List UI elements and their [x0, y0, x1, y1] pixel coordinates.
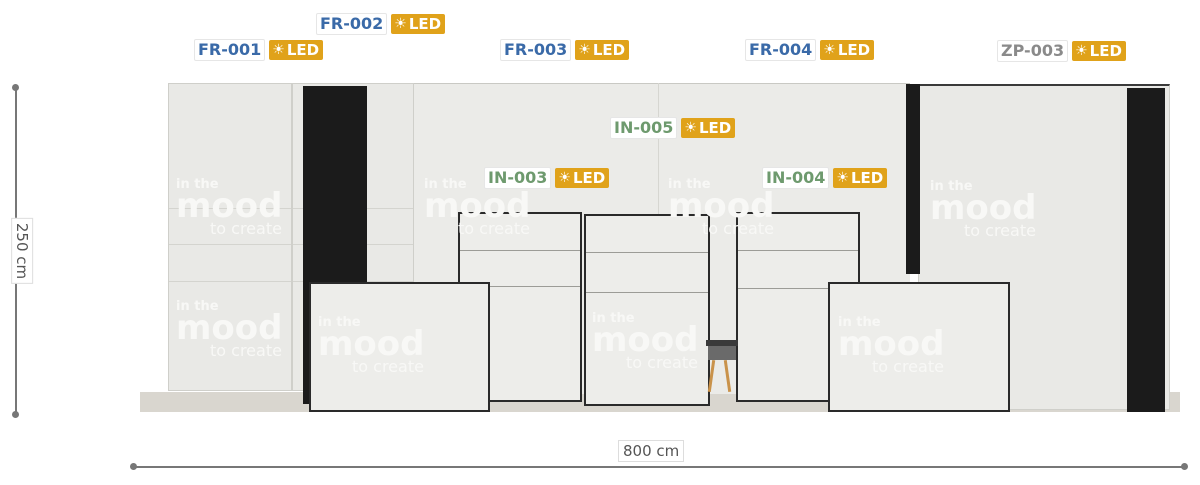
width-dimension-line: [133, 466, 1185, 468]
height-dimension-label: 250 cm: [11, 217, 34, 285]
counter-in-005: [584, 214, 710, 406]
width-dimension-dot-right: [1181, 463, 1188, 470]
label-code: FR-003: [500, 39, 572, 61]
width-dimension-label: 800 cm: [618, 440, 685, 462]
label-fr-002[interactable]: FR-002 ☀LED: [316, 13, 446, 35]
frame-fr-001: [168, 83, 292, 391]
label-code: FR-001: [194, 39, 266, 61]
led-badge: ☀LED: [833, 168, 888, 188]
led-badge: ☀LED: [681, 118, 736, 138]
label-in-004[interactable]: IN-004 ☀LED: [762, 167, 888, 189]
front-counter-right: [828, 282, 1010, 412]
led-badge: ☀LED: [391, 14, 446, 34]
led-badge: ☀LED: [820, 40, 875, 60]
label-fr-004[interactable]: FR-004 ☀LED: [745, 39, 875, 61]
sun-icon: ☀: [684, 120, 697, 136]
label-in-005[interactable]: IN-005 ☀LED: [610, 117, 736, 139]
dark-post-right-inner: [906, 84, 920, 274]
front-counter-left: [309, 282, 490, 412]
width-dimension-dot-left: [130, 463, 137, 470]
label-fr-003[interactable]: FR-003 ☀LED: [500, 39, 630, 61]
led-badge: ☀LED: [269, 40, 324, 60]
table-top: [706, 340, 738, 346]
label-code: IN-005: [610, 117, 678, 139]
sun-icon: ☀: [1075, 43, 1088, 59]
label-code: IN-004: [762, 167, 830, 189]
label-code: FR-004: [745, 39, 817, 61]
dark-column-right: [1127, 88, 1165, 412]
label-fr-001[interactable]: FR-001 ☀LED: [194, 39, 324, 61]
label-code: ZP-003: [997, 40, 1069, 62]
sun-icon: ☀: [272, 42, 285, 58]
height-dimension-dot-bottom: [12, 411, 19, 418]
label-zp-003[interactable]: ZP-003 ☀LED: [997, 40, 1126, 62]
sun-icon: ☀: [578, 42, 591, 58]
label-code: IN-003: [484, 167, 552, 189]
sun-icon: ☀: [836, 170, 849, 186]
led-badge: ☀LED: [1072, 41, 1126, 61]
table-seat: [708, 346, 736, 360]
led-badge: ☀LED: [555, 168, 610, 188]
label-code: FR-002: [316, 13, 388, 35]
height-dimension-dot-top: [12, 84, 19, 91]
sun-icon: ☀: [558, 170, 571, 186]
sun-icon: ☀: [394, 16, 407, 32]
sun-icon: ☀: [823, 42, 836, 58]
label-in-003[interactable]: IN-003 ☀LED: [484, 167, 610, 189]
led-badge: ☀LED: [575, 40, 630, 60]
